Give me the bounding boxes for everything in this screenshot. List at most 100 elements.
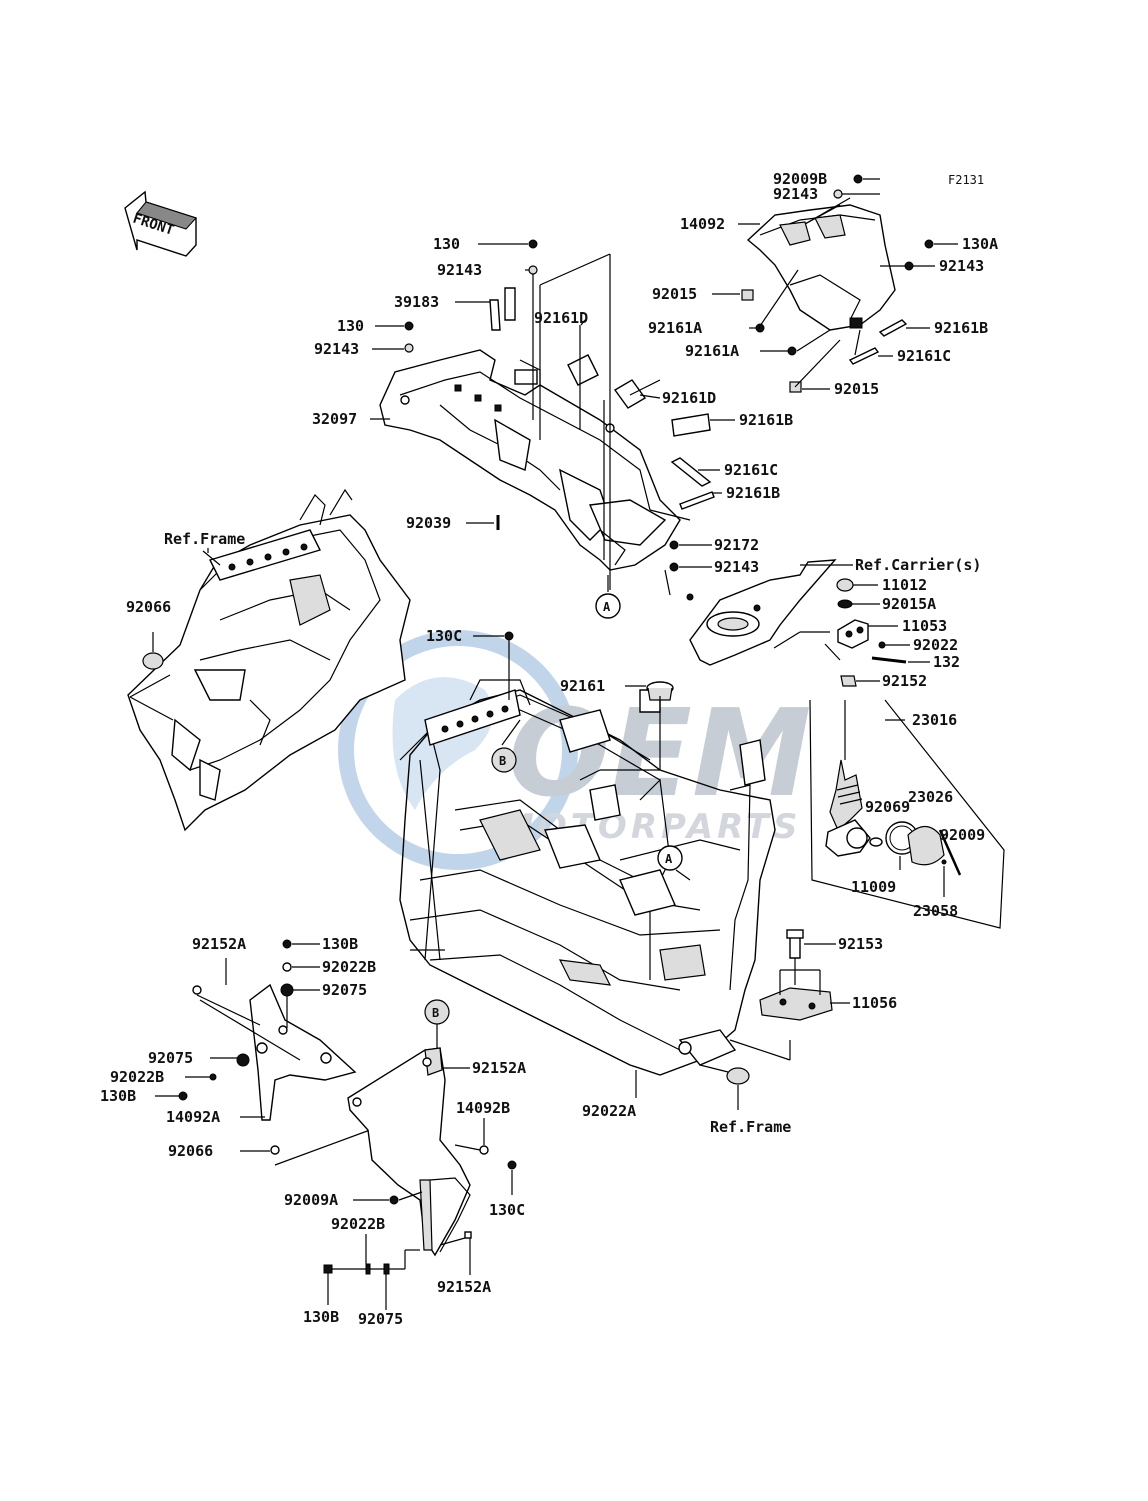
pad-92161B — [878, 319, 908, 337]
label-14092B: 92152A — [472, 1059, 526, 1077]
label-92161D-a: 92161D — [534, 309, 588, 327]
label-92161C-a: 92161C — [897, 347, 951, 365]
label-32097: 32097 — [312, 410, 357, 428]
label-92143-b: 92143 — [939, 257, 984, 275]
bolt-92172 — [669, 540, 679, 550]
label-92152A-c: 92152A — [437, 1278, 491, 1296]
mudflap-14092A — [249, 983, 357, 1121]
callout-a1-label: A — [603, 600, 611, 614]
bolt-130-top — [528, 239, 538, 249]
figure-id: F2131 — [948, 173, 984, 187]
label-92152A-b: 92066 — [168, 1142, 213, 1160]
part-labels: 92009B 92143 14092 130A 92143 92015 9216… — [100, 170, 998, 1328]
bolt-130C-bottom — [507, 1160, 517, 1170]
label-92075-a: 92075 — [322, 981, 367, 999]
washer-92143-left — [404, 343, 414, 353]
label-11012: 11012 — [882, 576, 927, 594]
label-23058: 23058 — [913, 902, 958, 920]
callout-b1-label: B — [499, 754, 506, 768]
bracket-39183 — [489, 287, 516, 331]
label-11053: 11053 — [902, 617, 947, 635]
leader-lines-flapB — [327, 1024, 513, 1310]
washer-92022B-b — [209, 1073, 217, 1081]
callout-a2-label: A — [665, 852, 673, 866]
ref-carrier — [686, 559, 837, 666]
label-92143-c: 92143 — [437, 261, 482, 279]
front-arrow-icon: FRONT — [124, 190, 197, 257]
label-130B-a: 130B — [322, 935, 358, 953]
leader-lines-main — [473, 635, 739, 1110]
grommet-92075-a — [280, 983, 294, 997]
label-92015A: 92015A — [882, 595, 936, 613]
label-92161B-b: 92161B — [739, 411, 793, 429]
bolt-130B-b — [178, 1091, 188, 1101]
bracket-14092 — [746, 204, 896, 331]
label-92015-a: 92015 — [652, 285, 697, 303]
label-92161: 92161 — [560, 677, 605, 695]
label-130A: 130A — [962, 235, 998, 253]
label-92069: 92069 — [865, 798, 910, 816]
fender-pads — [567, 354, 715, 510]
label-23026: 23026 — [908, 788, 953, 806]
label-130B-b: 130B — [100, 1087, 136, 1105]
label-92172: 92172 — [714, 536, 759, 554]
callout-b1: B — [491, 747, 517, 773]
ref-frame-left — [127, 488, 411, 832]
label-92161B-c: 92161B — [726, 484, 780, 502]
label-14092: 14092 — [680, 215, 725, 233]
bolt-stack-130B — [323, 1263, 405, 1275]
watermark-sub: MOTORPARTS — [500, 807, 801, 847]
label-92022B-b: 92022B — [110, 1068, 164, 1086]
label-92066-a: 92066 — [126, 598, 171, 616]
label-92143-a: 92143 — [773, 185, 818, 203]
bolt-130-left — [404, 321, 414, 331]
label-92022: 92022 — [913, 636, 958, 654]
label-92009B: 92009B — [773, 170, 827, 188]
bolt-92009A — [389, 1195, 399, 1205]
label-130-a: 130 — [433, 235, 460, 253]
nut-92152A-b — [270, 1145, 280, 1155]
cap-92066-right — [726, 1067, 750, 1085]
label-92161B-a: 92161B — [934, 319, 988, 337]
label-92015-b: 92015 — [834, 380, 879, 398]
label-92075-c: 92075 — [358, 1310, 403, 1328]
label-92009A: 92009A — [284, 1191, 338, 1209]
bolt-130B-a — [282, 939, 292, 949]
rear-fender-32097 — [379, 349, 681, 571]
bolt-130A — [924, 239, 934, 249]
label-92143-e: 92143 — [714, 558, 759, 576]
leader-lines-upper — [370, 178, 958, 596]
nut-92015-top — [741, 289, 754, 301]
washer-92143-top2 — [528, 265, 538, 275]
cap-92066-left — [142, 652, 164, 670]
label-14092A: 14092A — [166, 1108, 220, 1126]
grommet-92075-b — [236, 1053, 250, 1067]
lamp-assembly-23016 — [809, 699, 1005, 929]
leader-lines-plate — [729, 943, 850, 1061]
clip-92152 — [840, 675, 857, 687]
label-130C-b: 130C — [489, 1201, 525, 1219]
callout-b2-label: B — [432, 1006, 439, 1020]
grommet-92161A-2 — [787, 346, 797, 356]
mudflap-14092B — [347, 1047, 471, 1257]
label-92152A-a: 92152A — [192, 935, 246, 953]
label-92161A-b: 92161A — [685, 342, 739, 360]
label-92022B-c: 92022B — [331, 1215, 385, 1233]
label-92143-d: 92143 — [314, 340, 359, 358]
label-92022A: 14092B — [456, 1099, 510, 1117]
bolt-132 — [871, 656, 907, 664]
label-92161C-b: 92161C — [724, 461, 778, 479]
label-11056: 11056 — [852, 994, 897, 1012]
label-130-b: 130 — [337, 317, 364, 335]
bolt-130C-top — [504, 631, 514, 641]
label-92075-b: 92075 — [148, 1049, 193, 1067]
label-130C-a: 130C — [426, 627, 462, 645]
leader-lines-carrier — [773, 584, 930, 682]
bracket-11053 — [837, 619, 869, 649]
label-132: 132 — [933, 653, 960, 671]
washer-92143-r — [904, 261, 914, 271]
label-ref-frame-b: 92022A — [582, 1102, 636, 1120]
plate-11056 — [759, 929, 833, 1021]
washer-92022B-a — [282, 962, 292, 972]
